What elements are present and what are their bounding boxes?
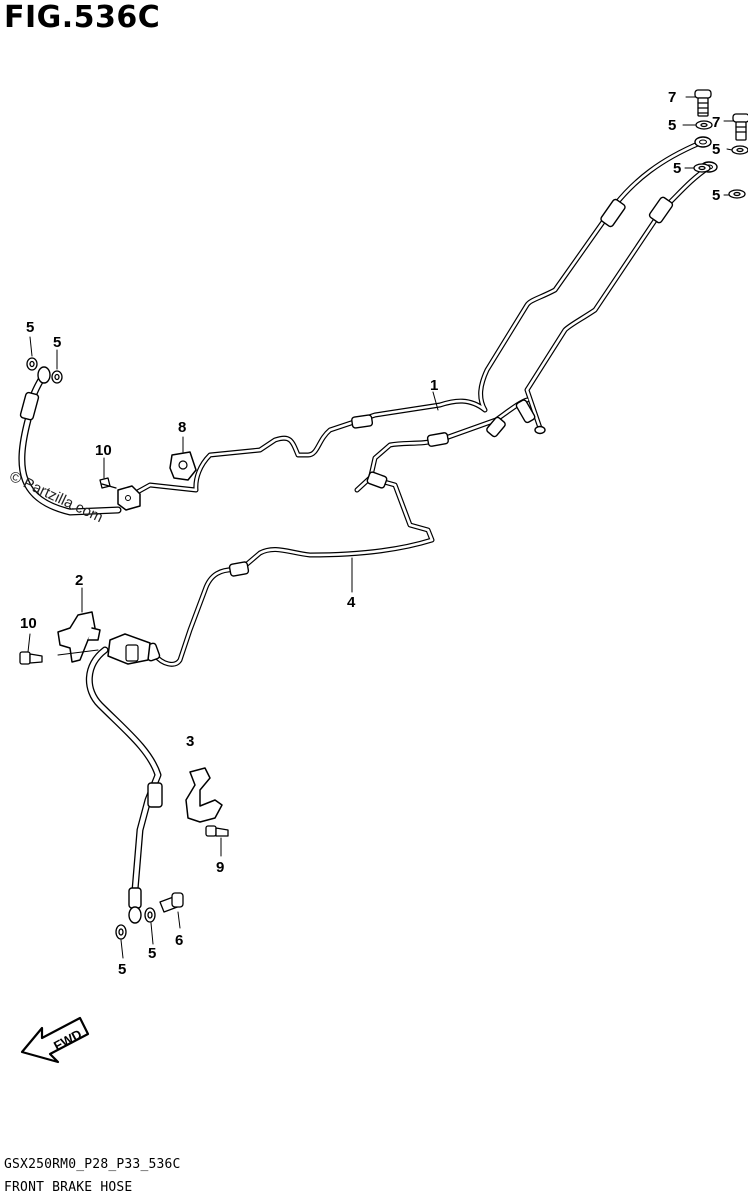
callout-5-f: 5: [712, 187, 720, 204]
brake-hose-right-branch: [367, 161, 718, 483]
diagram-description: FRONT BRAKE HOSE: [4, 1180, 133, 1195]
bracket-part-3: [185, 767, 223, 823]
callout-6: 6: [175, 932, 183, 949]
fwd-arrow: FWD: [20, 1016, 90, 1064]
callout-8: 8: [178, 419, 186, 436]
clamp-part-8: [169, 451, 197, 481]
leader-lines: [27, 96, 734, 959]
left-lower-flex-hose: [85, 633, 163, 924]
callout-5-d: 5: [712, 141, 720, 158]
callout-5-g: 5: [148, 945, 156, 962]
bolt-part-7-left: [694, 89, 712, 117]
callout-4: 4: [347, 594, 356, 611]
callout-10-b: 10: [20, 615, 37, 632]
callout-5-b: 5: [53, 334, 61, 351]
bolt-part-7-right: [732, 113, 748, 141]
bolt-part-10-upper: [99, 477, 117, 489]
diagram-code: GSX250RM0_P28_P33_536C: [4, 1157, 181, 1172]
left-upper-flex-hose: [18, 366, 141, 516]
bracket-part-2: [57, 611, 101, 663]
brake-hose-1: [129, 136, 712, 498]
bolt-part-6: [159, 892, 184, 913]
washer-part-5: [26, 120, 748, 940]
brake-hose-4: [143, 471, 435, 667]
bolt-part-10-lower: [19, 651, 43, 665]
callout-1: 1: [430, 377, 438, 394]
callout-5-h: 5: [118, 961, 126, 978]
callout-7-b: 7: [712, 114, 720, 131]
callout-9: 9: [216, 859, 224, 876]
callout-5-c: 5: [668, 117, 676, 134]
callout-5-a: 5: [26, 319, 34, 336]
callout-2: 2: [75, 572, 83, 589]
callout-3: 3: [186, 733, 194, 750]
bolt-part-9: [205, 825, 229, 837]
callout-10-a: 10: [95, 442, 112, 459]
callout-5-e: 5: [673, 160, 681, 177]
callout-7-a: 7: [668, 89, 676, 106]
figure-title: FIG.536C: [4, 0, 161, 35]
